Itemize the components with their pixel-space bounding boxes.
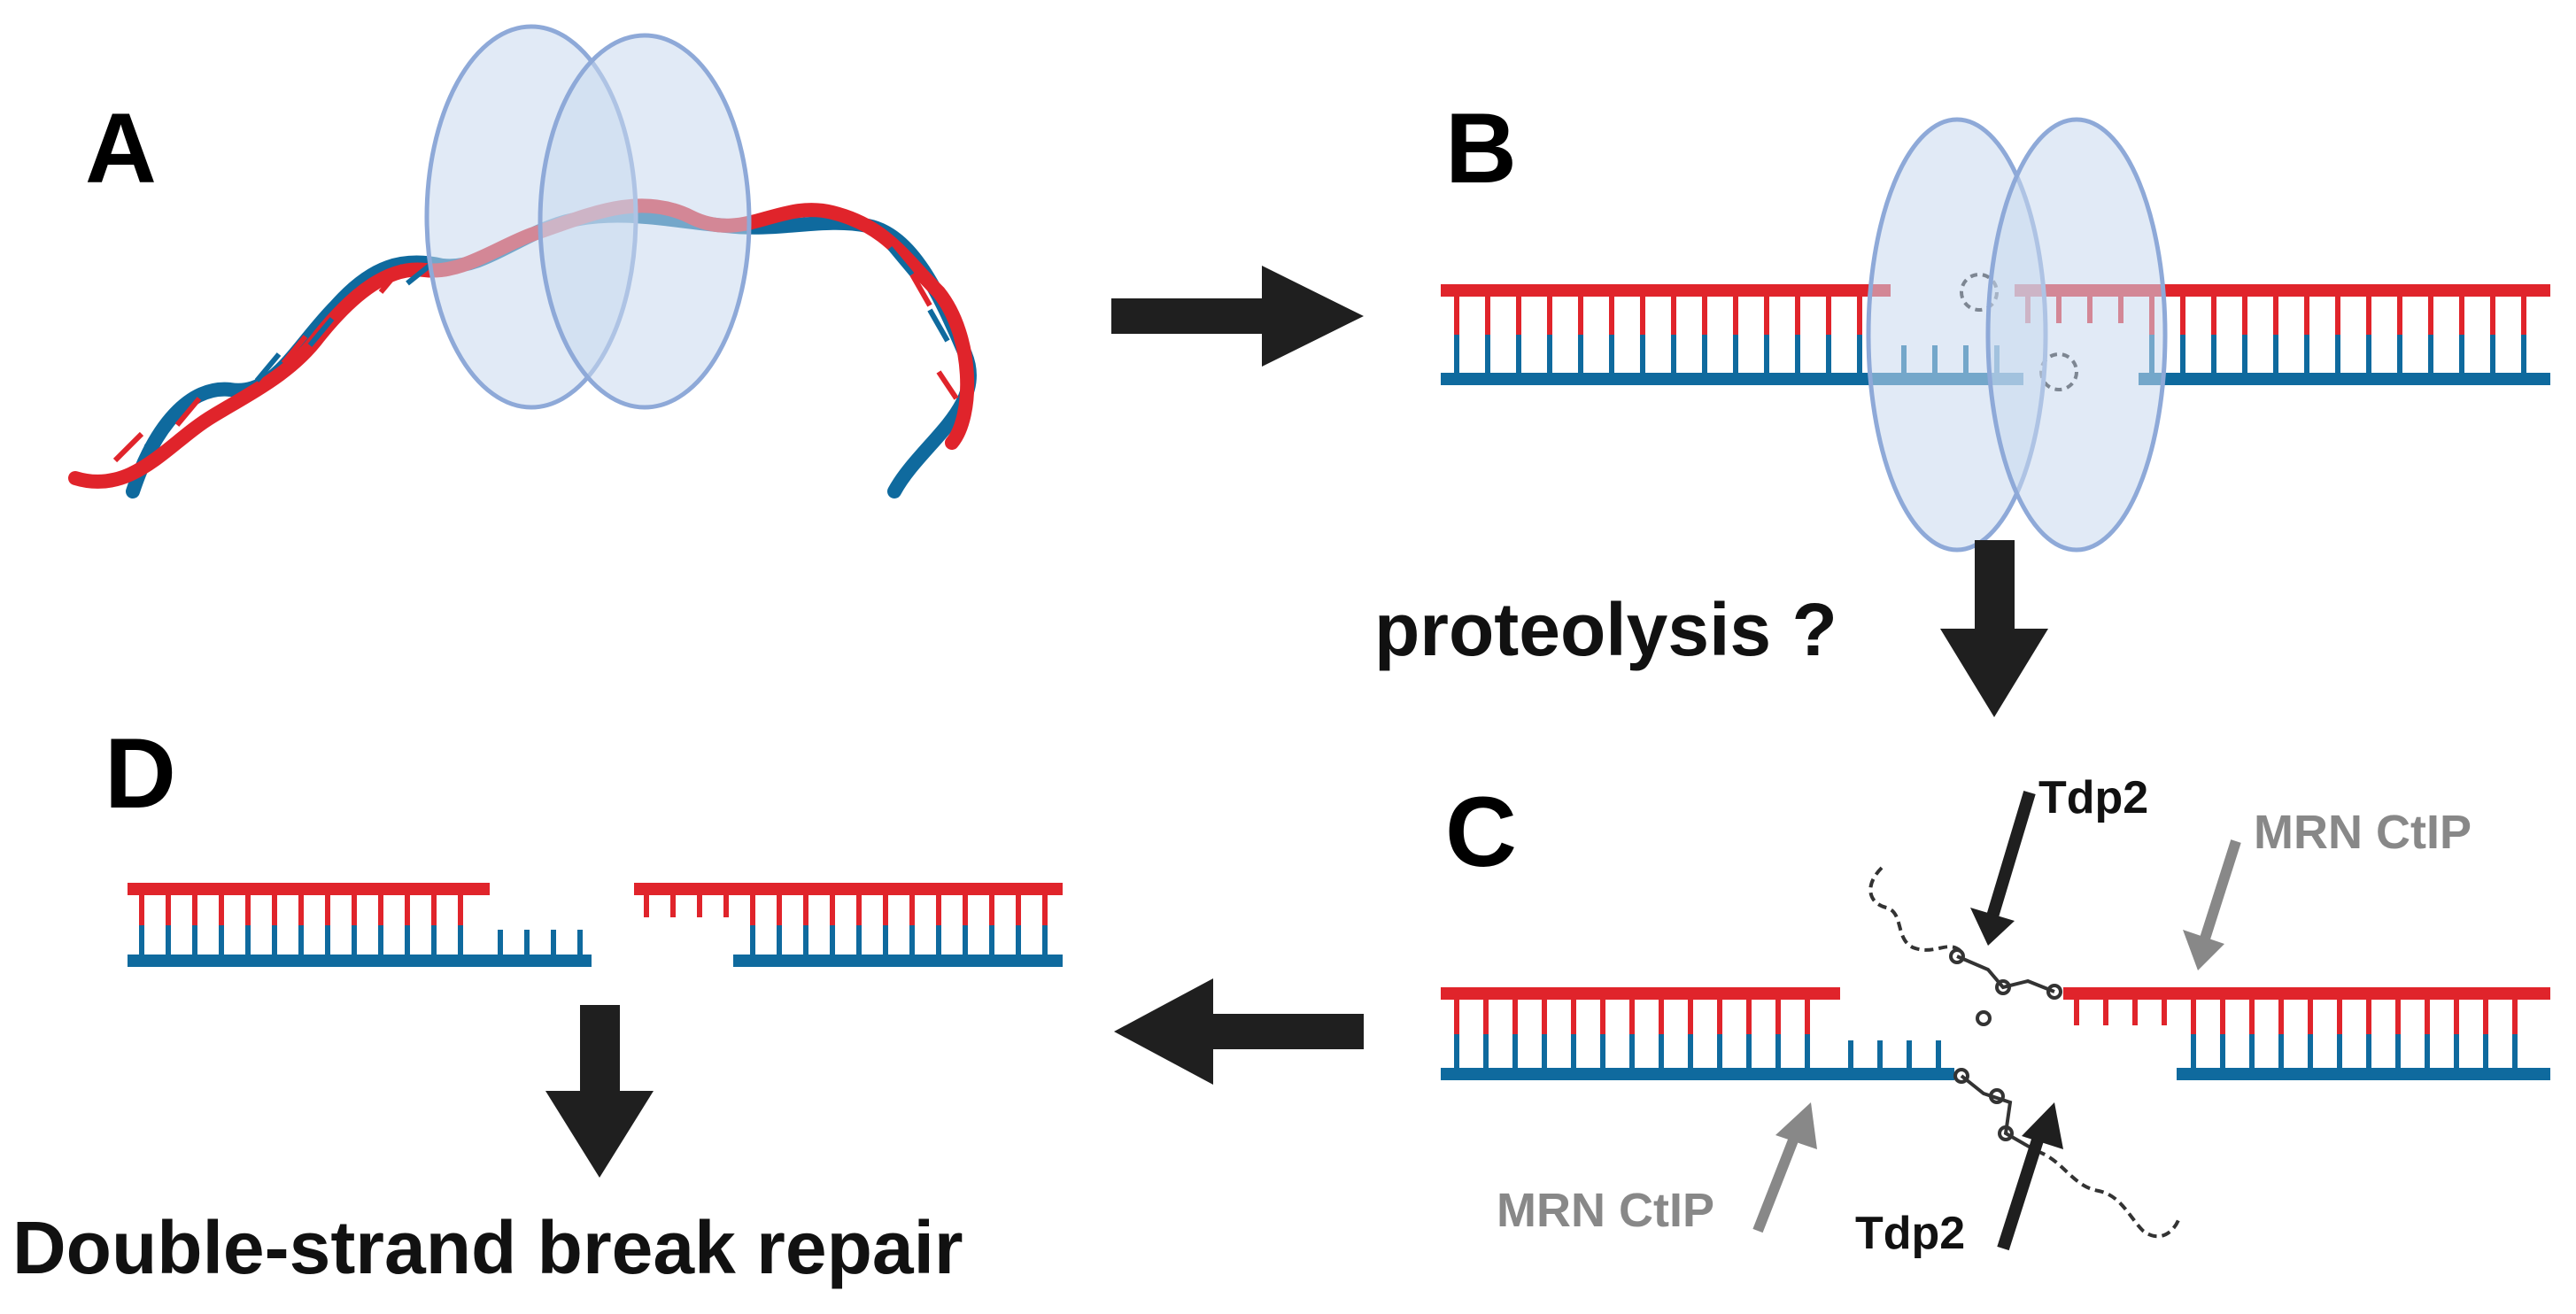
mrn-ctip-top-group: MRN CtIP	[2183, 806, 2472, 970]
panel-c: C	[1441, 772, 2550, 1259]
panel-label-d: D	[104, 718, 176, 829]
topoisomerase-protein-a	[424, 24, 752, 410]
helix-base-pairs	[112, 246, 959, 463]
panel-label-b: B	[1445, 93, 1517, 204]
proteolysis-label: proteolysis ?	[1374, 588, 1837, 671]
tdp2-label-top: Tdp2	[2038, 772, 2148, 823]
tdp2-label-bottom: Tdp2	[1855, 1208, 1965, 1259]
dna-resected-duplex-d	[128, 883, 1063, 967]
tdp2-bottom-arrow-head	[2022, 1102, 2063, 1149]
panel-a: A	[68, 24, 977, 499]
arrow-a-to-b	[1111, 266, 1364, 367]
panel-d: D	[12, 718, 1063, 1289]
protein-adduct-remnants	[1868, 866, 2180, 1239]
mrn-ctip-label-bottom: MRN CtIP	[1497, 1184, 1714, 1237]
tdp2-top-group: Tdp2	[1970, 772, 2148, 946]
tdp2-bottom-arrow-shaft	[1997, 1126, 2047, 1251]
panel-label-a: A	[85, 93, 157, 204]
arrow-d-to-repair	[545, 1005, 654, 1178]
mrn-ctip-label-top: MRN CtIP	[2254, 806, 2472, 859]
arrow-c-to-d	[1114, 978, 1364, 1085]
mrn-ctip-bottom-group: MRN CtIP	[1497, 1102, 1817, 1237]
mrn-bottom-arrow-head	[1775, 1102, 1817, 1149]
mrn-bottom-arrow-shaft	[1752, 1126, 1803, 1233]
tdp2-top-arrow-head	[1970, 908, 2015, 946]
dna-processed-duplex-c	[1441, 987, 2550, 1080]
topoisomerase-protein-b	[1866, 117, 2168, 553]
mrn-top-arrow-shaft	[2200, 839, 2241, 940]
tdp2-bottom-group: Tdp2	[1855, 1102, 2063, 1259]
arrow-b-to-c	[1940, 540, 2048, 717]
panel-b: B	[1441, 93, 2550, 553]
panel-label-c: C	[1445, 777, 1517, 887]
tdp2-top-arrow-shaft	[1986, 790, 2036, 919]
mrn-top-arrow-head	[2183, 930, 2224, 970]
repair-label: Double-strand break repair	[12, 1206, 963, 1289]
